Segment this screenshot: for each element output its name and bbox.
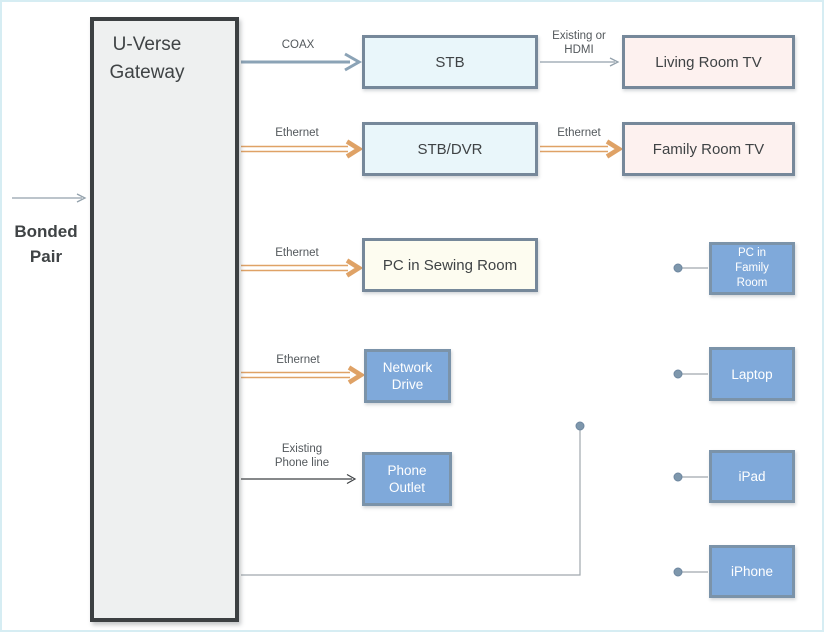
ethernet-arrow-netdrive (241, 365, 366, 385)
link-label-existing-phone-line: Existing Phone line (274, 443, 330, 469)
gateway-label: U-Verse Gateway (109, 34, 185, 83)
phone-line-arrow (241, 473, 357, 485)
node-phone-outlet-label: Phone Outlet (387, 463, 427, 495)
wireless-stub-iphone (673, 567, 708, 577)
node-family-room-tv: Family Room TV (622, 122, 795, 176)
node-pc-family-room: PC in Family Room (709, 242, 795, 295)
link-label-ethernet-netdrive: Ethernet (276, 354, 320, 366)
node-family-room-tv-label: Family Room TV (652, 140, 765, 158)
ethernet-arrow-sewing (241, 258, 364, 278)
node-pc-sewing-room-label: PC in Sewing Room (382, 256, 518, 274)
ethernet-arrow-familytv (540, 139, 624, 159)
node-laptop-label: Laptop (731, 366, 773, 382)
coax-arrow (241, 52, 363, 72)
node-stb-label: STB (435, 53, 465, 71)
node-stb-dvr-label: STB/DVR (417, 140, 483, 158)
hdmi-arrow (540, 57, 620, 67)
wireless-stub-ipad (673, 472, 708, 482)
wireless-stub-pc-family (673, 263, 708, 273)
link-label-existing-or-hdmi: Existing or HDMI (552, 30, 606, 56)
node-ipad: iPad (709, 450, 795, 503)
node-iphone-label: iPhone (730, 564, 774, 579)
wireless-antenna-dot (575, 421, 585, 431)
node-living-room-tv-label: Living Room TV (655, 53, 762, 71)
link-label-ethernet-sewing: Ethernet (275, 247, 319, 259)
node-living-room-tv: Living Room TV (622, 35, 795, 89)
node-laptop: Laptop (709, 347, 795, 401)
node-stb-dvr: STB/DVR (362, 122, 538, 176)
node-iphone: iPhone (709, 545, 795, 598)
link-label-ethernet-stbdvr: Ethernet (275, 127, 319, 139)
gateway-box: U-Verse Gateway (90, 17, 239, 622)
bonded-pair-arrow (12, 193, 87, 203)
ethernet-arrow-stbdvr (241, 139, 364, 159)
node-network-drive: Network Drive (364, 349, 451, 403)
link-label-ethernet-familytv: Ethernet (557, 127, 601, 139)
wireless-stub-laptop (673, 369, 708, 379)
node-network-drive-label: Network Drive (382, 360, 433, 392)
node-ipad-label: iPad (738, 469, 766, 484)
wireless-trunk-line (241, 421, 585, 576)
node-phone-outlet: Phone Outlet (362, 452, 452, 506)
node-stb: STB (362, 35, 538, 89)
link-label-coax: COAX (281, 39, 315, 51)
bonded-pair-label: Bonded Pair (14, 222, 78, 266)
node-pc-family-room-label: PC in Family Room (735, 247, 769, 289)
node-pc-sewing-room: PC in Sewing Room (362, 238, 538, 292)
